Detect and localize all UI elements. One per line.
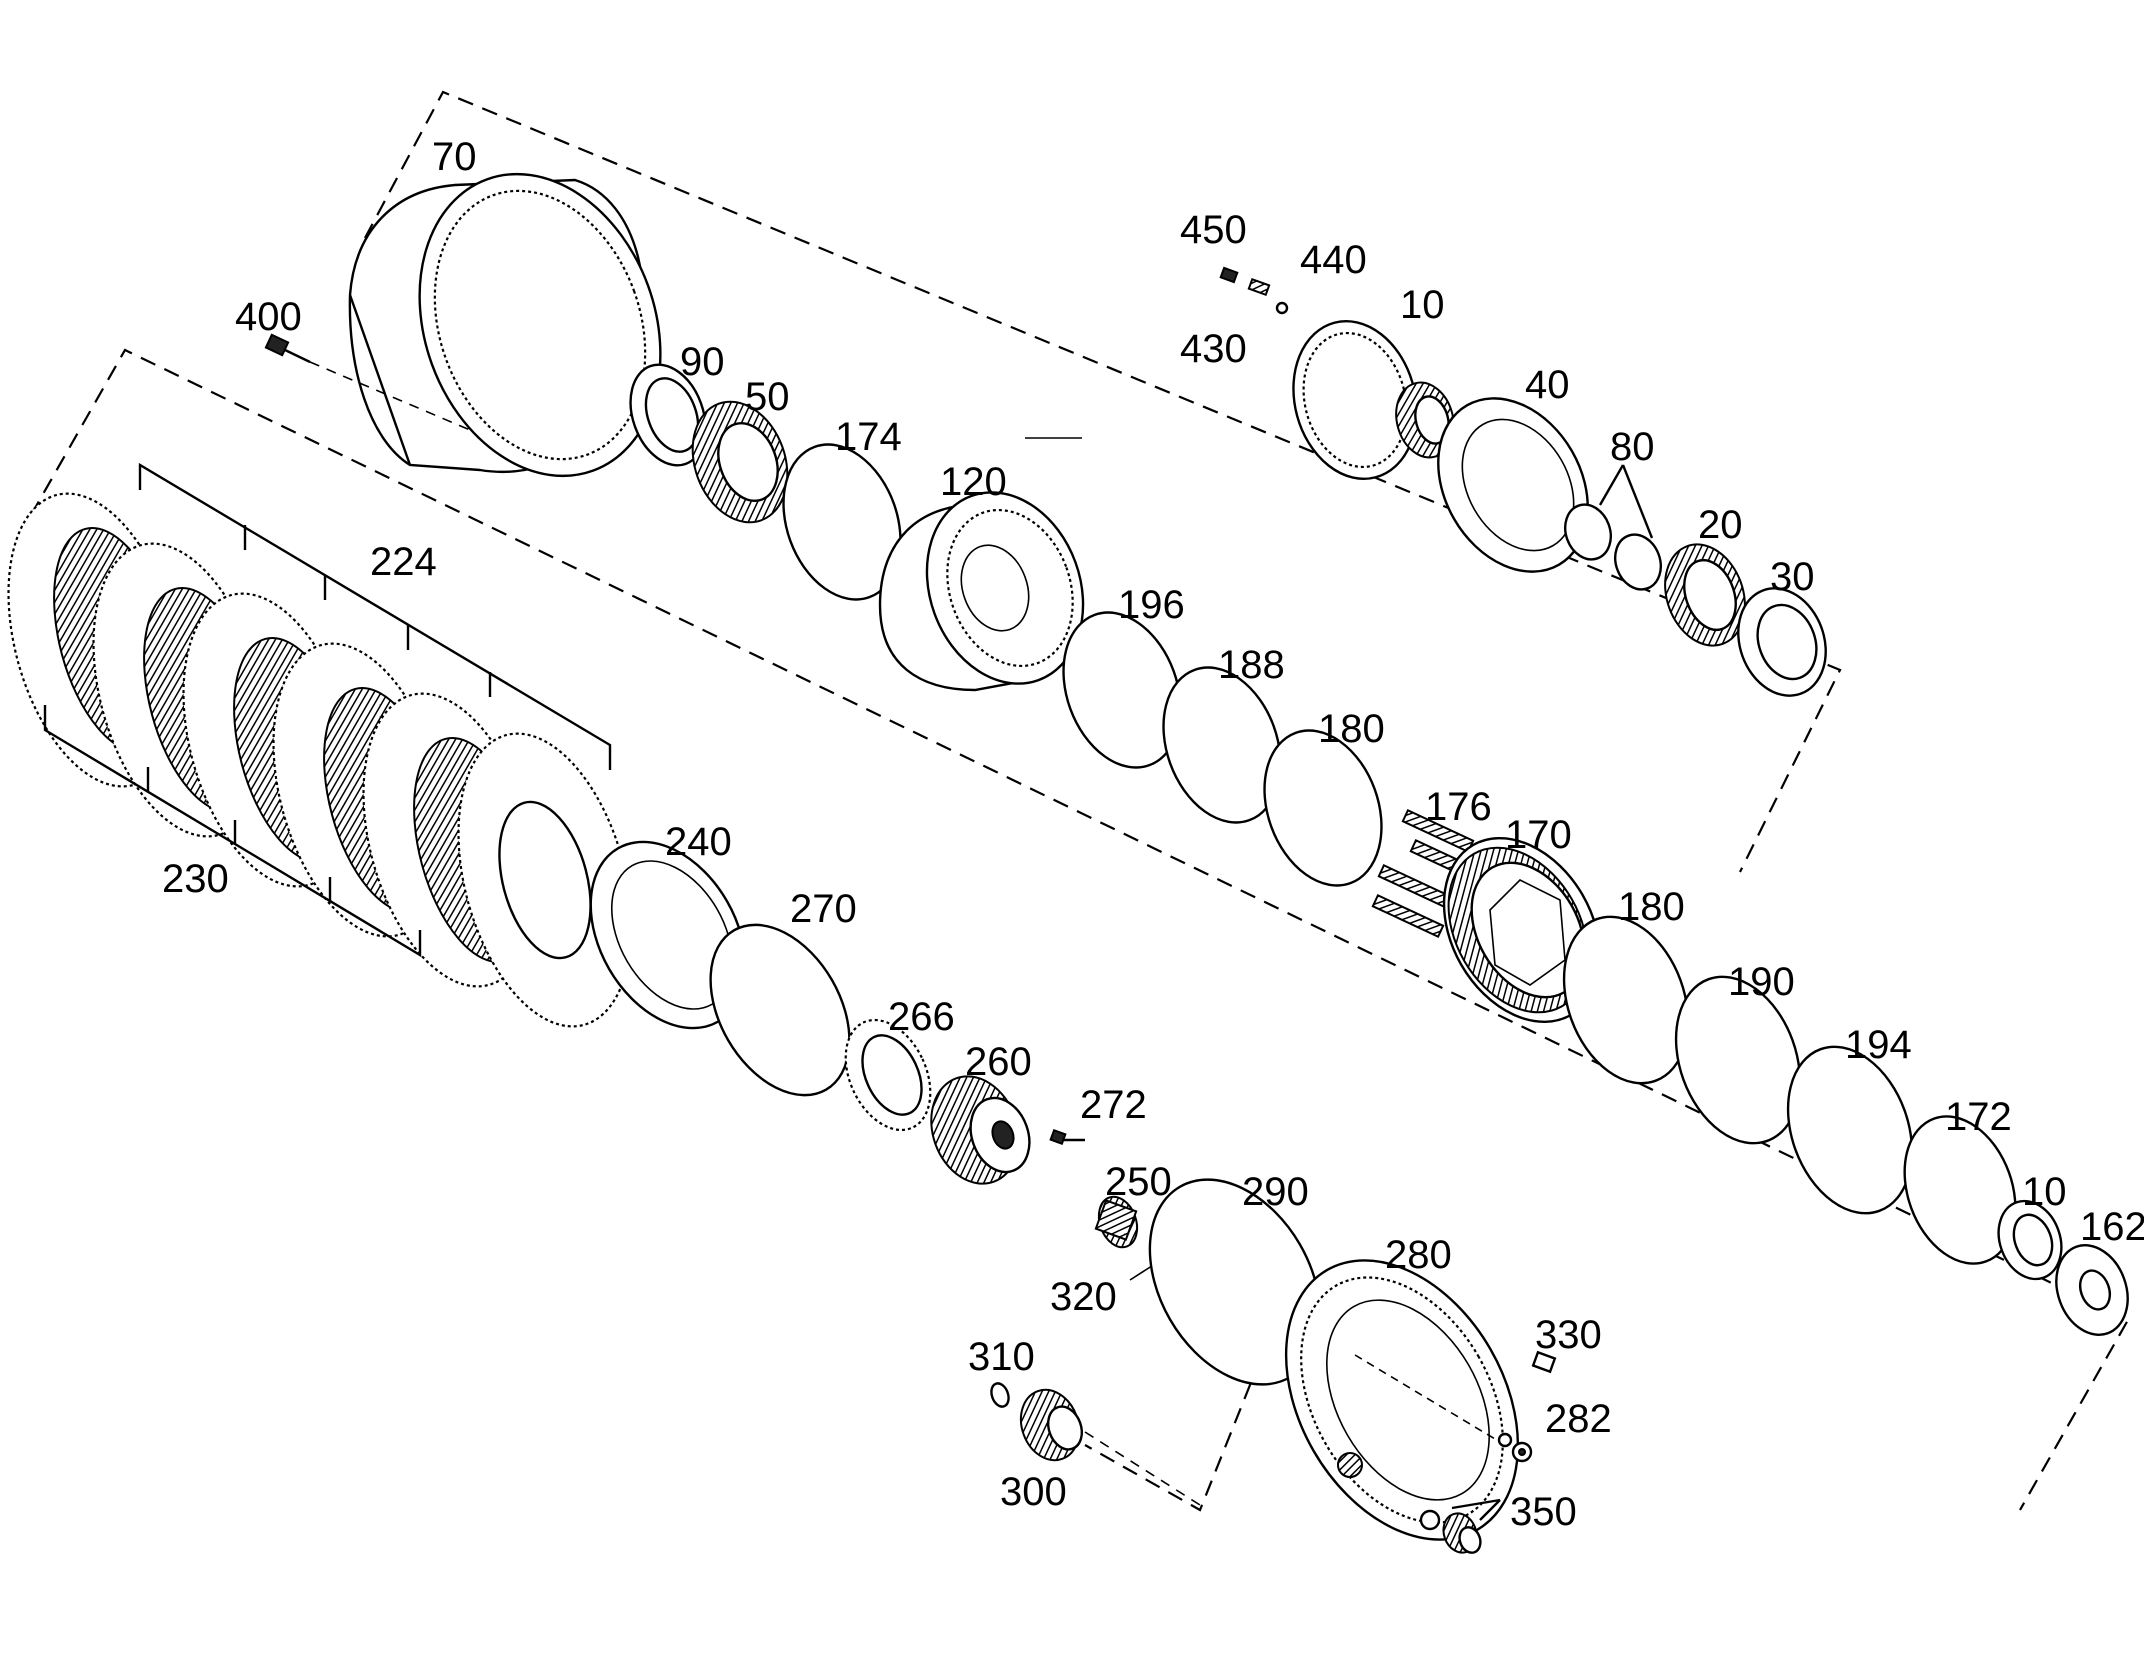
assembly-outline-upper bbox=[364, 90, 1842, 873]
label-310: 310 bbox=[968, 1335, 1035, 1379]
label-172: 172 bbox=[1945, 1095, 2012, 1139]
ring-part-196 bbox=[1062, 611, 1182, 769]
ring-part-180-lower bbox=[1562, 915, 1690, 1085]
label-282: 282 bbox=[1545, 1397, 1612, 1441]
label-50: 50 bbox=[745, 375, 790, 419]
label-330: 330 bbox=[1535, 1313, 1602, 1357]
ring-part-310 bbox=[990, 1382, 1010, 1408]
gear-part-300 bbox=[1019, 1388, 1201, 1506]
ring-part-188 bbox=[1162, 666, 1282, 824]
label-180-upper: 180 bbox=[1318, 707, 1385, 751]
clutch-plates-stack bbox=[7, 492, 633, 1028]
label-190: 190 bbox=[1728, 960, 1795, 1004]
label-120: 120 bbox=[940, 460, 1007, 504]
bracket-224 bbox=[138, 462, 612, 770]
screw-part-450 bbox=[1219, 266, 1239, 284]
label-196: 196 bbox=[1118, 583, 1185, 627]
label-30: 30 bbox=[1770, 555, 1815, 599]
screw-part-272 bbox=[1049, 1128, 1085, 1146]
bearing-part-50 bbox=[691, 400, 789, 524]
screw-part-330 bbox=[1531, 1350, 1557, 1374]
seal-part-30 bbox=[1737, 587, 1827, 697]
label-280: 280 bbox=[1385, 1233, 1452, 1277]
bearing-part-266 bbox=[844, 1018, 932, 1132]
label-260: 260 bbox=[965, 1040, 1032, 1084]
hub-part-10-upper bbox=[1292, 319, 1455, 481]
label-250: 250 bbox=[1105, 1160, 1172, 1204]
label-230: 230 bbox=[162, 857, 229, 901]
spring-part-430 bbox=[1247, 277, 1271, 297]
label-440: 440 bbox=[1300, 238, 1367, 282]
label-188: 188 bbox=[1218, 643, 1285, 687]
label-174: 174 bbox=[835, 415, 902, 459]
label-10-lower: 10 bbox=[2022, 1170, 2067, 1214]
ring-part-190 bbox=[1674, 975, 1802, 1145]
cover-part-280 bbox=[1284, 1259, 1520, 1541]
assembly-outline-lower bbox=[17, 348, 2130, 1512]
pinion-part-250 bbox=[1094, 1195, 1139, 1249]
shims-part-80 bbox=[1564, 464, 1662, 591]
label-430: 430 bbox=[1180, 327, 1247, 371]
label-350: 350 bbox=[1510, 1490, 1577, 1534]
label-90: 90 bbox=[680, 340, 725, 384]
label-224: 224 bbox=[370, 540, 437, 584]
label-20: 20 bbox=[1698, 503, 1743, 547]
label-266: 266 bbox=[888, 995, 955, 1039]
label-300: 300 bbox=[1000, 1470, 1067, 1514]
snap-ring-part-172 bbox=[1903, 1115, 2017, 1265]
ball-part-440 bbox=[1275, 301, 1289, 315]
label-40: 40 bbox=[1525, 363, 1570, 407]
label-194: 194 bbox=[1845, 1023, 1912, 1067]
nut-part-10-lower bbox=[1997, 1199, 2063, 1281]
washer-part-282 bbox=[1497, 1432, 1533, 1463]
drum-part-120 bbox=[878, 491, 1085, 692]
ring-part-180-upper bbox=[1263, 729, 1383, 887]
label-170: 170 bbox=[1505, 813, 1572, 857]
label-176: 176 bbox=[1425, 785, 1492, 829]
plate-part-40 bbox=[1437, 397, 1589, 573]
bolt-part-400 bbox=[264, 333, 471, 431]
piston-part-170 bbox=[1442, 836, 1602, 1024]
label-240: 240 bbox=[665, 820, 732, 864]
seal-part-20 bbox=[1664, 543, 1746, 647]
label-320: 320 bbox=[1050, 1275, 1117, 1319]
ring-part-194 bbox=[1786, 1045, 1914, 1215]
label-400: 400 bbox=[235, 295, 302, 339]
label-272: 272 bbox=[1080, 1083, 1147, 1127]
housing-part-70 bbox=[348, 172, 662, 478]
bracket-230 bbox=[43, 705, 422, 958]
label-80: 80 bbox=[1610, 425, 1655, 469]
label-180-lower: 180 bbox=[1618, 885, 1685, 929]
label-162: 162 bbox=[2080, 1205, 2144, 1249]
plug-part-350 bbox=[1419, 1498, 1501, 1554]
washer-part-162 bbox=[2055, 1244, 2129, 1336]
label-10-upper: 10 bbox=[1400, 283, 1445, 327]
bearing-cup-part-90 bbox=[629, 363, 707, 467]
label-290: 290 bbox=[1242, 1170, 1309, 1214]
gear-hub-part-260 bbox=[930, 1075, 1031, 1185]
label-270: 270 bbox=[790, 887, 857, 931]
snap-ring-part-270 bbox=[709, 923, 851, 1097]
snap-ring-part-174 bbox=[782, 443, 902, 601]
label-450: 450 bbox=[1180, 208, 1247, 252]
label-70: 70 bbox=[432, 135, 477, 179]
